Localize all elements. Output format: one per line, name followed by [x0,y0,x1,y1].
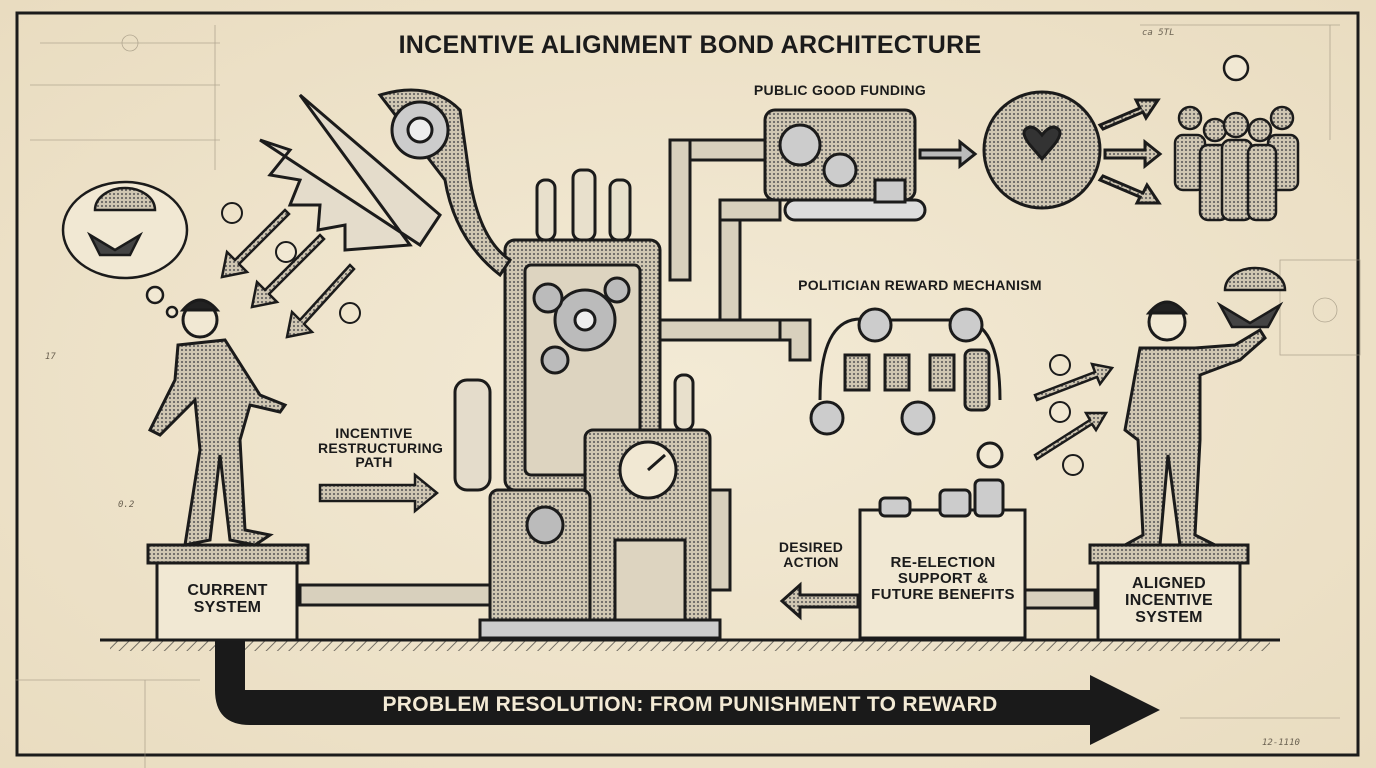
desired-action-arrow [779,581,860,621]
restructuring-arrow [318,472,439,514]
pipes [298,138,1097,610]
smiley-icon [1049,354,1071,376]
label-reelection-support: RE-ELECTION SUPPORT & FUTURE BENEFITS [871,554,1015,603]
resolution-arrow [215,640,1160,745]
label-incentive-restructuring-path: INCENTIVE RESTRUCTURING PATH [318,425,444,471]
coin-box [858,441,1027,640]
thought-bubble-handshake-icon [61,180,189,319]
sad-face-icon [221,202,243,224]
label-aligned-incentive-system: ALIGNED INCENTIVE SYSTEM [1124,575,1214,626]
sketch-note: ca 5TL [1142,28,1175,38]
handshake-reward-icon [1216,266,1287,329]
funding-machine [763,108,978,222]
smiley-icon [1062,454,1084,476]
positive-arrows [1033,362,1115,461]
reward-mechanism [809,307,1002,436]
smiling-politician [1119,300,1267,547]
label-current-system: CURRENT SYSTEM [187,582,268,616]
label-politician-reward-mechanism: POLITICIAN REWARD MECHANISM [798,277,1042,293]
down-arrow-icon [275,241,297,263]
up-arrow-icon [1049,401,1071,423]
sad-face-icon [339,302,361,324]
output-arrows [1097,98,1163,205]
page-title: INCENTIVE ALIGNMENT BOND ARCHITECTURE [398,31,982,59]
sketch-note: 0.2 [118,500,135,510]
label-problem-resolution: PROBLEM RESOLUTION: FROM PUNISHMENT TO R… [382,693,998,716]
people-crowd-icon [1173,54,1300,222]
grabber-arm [259,88,513,278]
frame-border [15,11,1360,757]
label-public-good-funding: PUBLIC GOOD FUNDING [753,82,927,98]
label-desired-action: DESIRED ACTION [778,539,844,570]
punishment-arrows [220,208,356,339]
worried-politician [147,298,288,547]
blueprint-sketch-lines [15,24,1361,768]
machine [453,168,722,640]
aligned-system-pedestal [1088,543,1250,642]
sketch-note: 12-1110 [1262,738,1300,748]
sketch-note: 17 [45,352,56,362]
globe-icon [982,90,1102,210]
ground-hatch [110,641,1270,651]
current-system-pedestal [146,543,310,642]
